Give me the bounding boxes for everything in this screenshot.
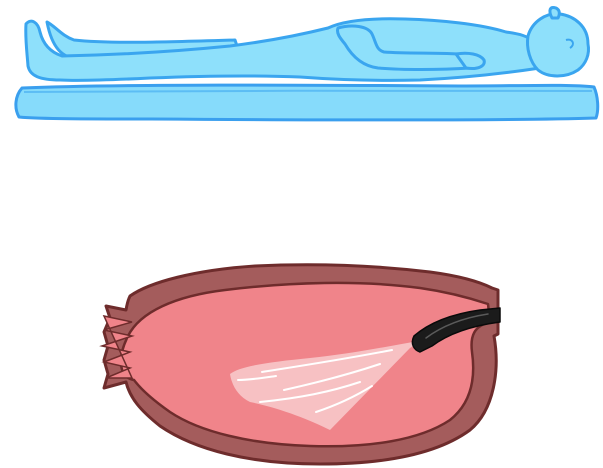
head — [527, 14, 588, 76]
patient-on-mat — [16, 7, 598, 120]
nose — [550, 7, 559, 18]
organ-cross-section — [102, 265, 500, 464]
